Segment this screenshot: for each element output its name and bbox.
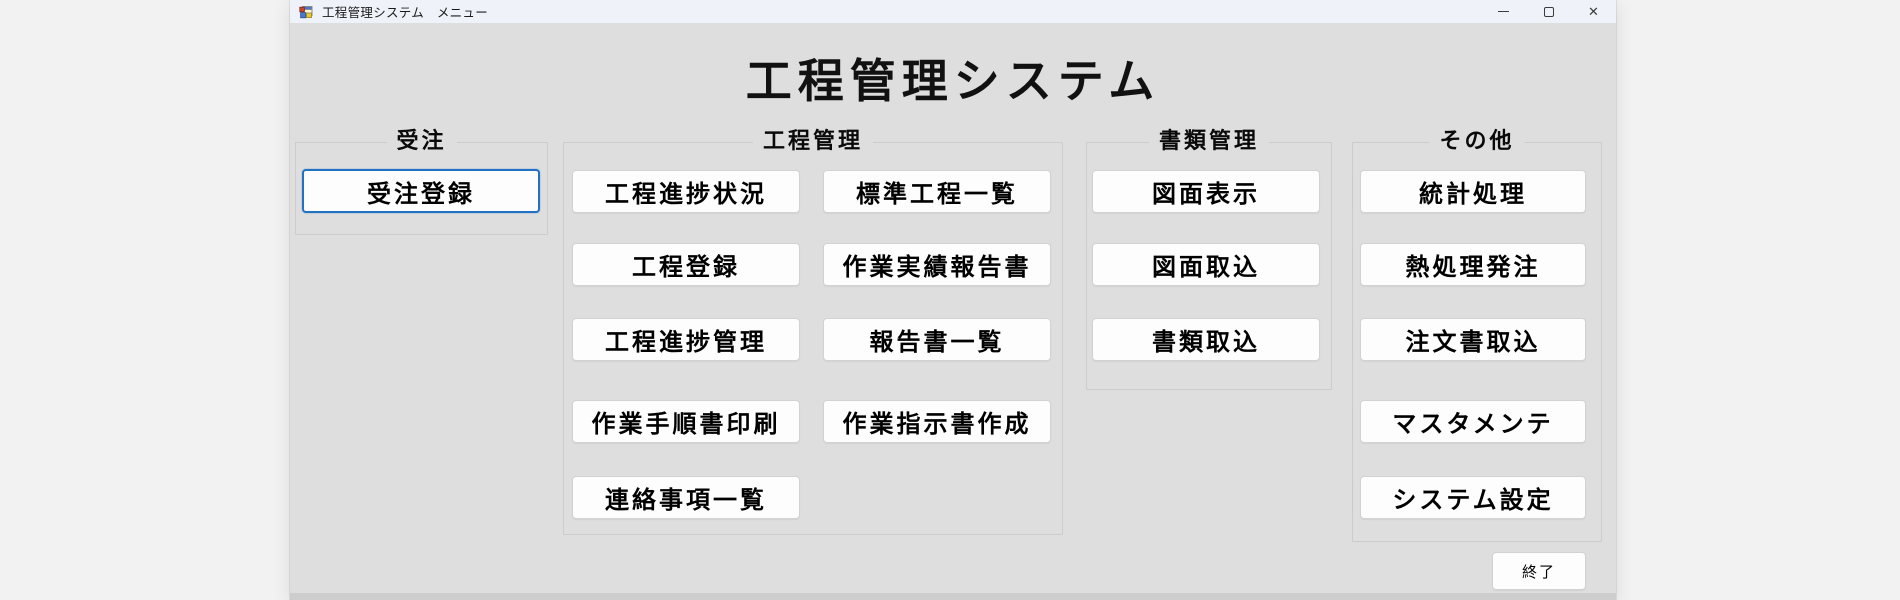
button-kotei-shinchoku-kanri[interactable]: 工程進捗管理: [572, 318, 800, 361]
button-chumonsho-torikomi[interactable]: 注文書取込: [1360, 318, 1586, 361]
minimize-icon[interactable]: [1481, 0, 1526, 23]
app-form-icon: [299, 5, 313, 18]
button-kotei-shinchoku-jokyo[interactable]: 工程進捗状況: [572, 170, 800, 213]
button-shorui-torikomi[interactable]: 書類取込: [1092, 318, 1320, 361]
close-icon[interactable]: ✕: [1588, 4, 1599, 19]
button-kotei-toroku[interactable]: 工程登録: [572, 243, 800, 286]
groupbox-kotei-kanri: 工程管理: [563, 127, 1063, 535]
title-bar[interactable]: 工程管理システム メニュー ✕: [290, 0, 1616, 23]
groupbox-juchu-label: 受注: [386, 127, 457, 155]
groupbox-sonota: その他: [1352, 127, 1602, 542]
button-sagyo-jisseki-hokokusho[interactable]: 作業実績報告書: [823, 243, 1051, 286]
button-zumen-hyoji[interactable]: 図面表示: [1092, 170, 1320, 213]
button-hokokusho-ichiran[interactable]: 報告書一覧: [823, 318, 1051, 361]
button-juchu-toroku[interactable]: 受注登録: [302, 169, 540, 213]
app-window: 工程管理システム メニュー ✕ 工程管理システム 受注 工程管理 書類管理 その…: [290, 0, 1616, 600]
button-sagyo-shijisho-sakusei[interactable]: 作業指示書作成: [823, 400, 1051, 443]
button-renraku-jiko-ichiran[interactable]: 連絡事項一覧: [572, 476, 800, 519]
button-master-mainte[interactable]: マスタメンテ: [1360, 400, 1586, 443]
button-hyojun-kotei-ichiran[interactable]: 標準工程一覧: [823, 170, 1051, 213]
maximize-icon[interactable]: [1526, 0, 1571, 23]
button-netsushori-hatchu[interactable]: 熱処理発注: [1360, 243, 1586, 286]
groupbox-sonota-label: その他: [1429, 127, 1525, 155]
exit-button[interactable]: 終了: [1492, 552, 1586, 590]
button-tokei-shori[interactable]: 統計処理: [1360, 170, 1586, 213]
groupbox-juchu: 受注: [295, 127, 548, 235]
button-sagyo-tejunsho-insatsu[interactable]: 作業手順書印刷: [572, 400, 800, 443]
groupbox-kotei-kanri-label: 工程管理: [752, 127, 874, 155]
window-controls: ✕: [1481, 0, 1616, 23]
groupbox-shorui-kanri-label: 書類管理: [1148, 127, 1270, 155]
groupbox-shorui-kanri: 書類管理: [1086, 127, 1332, 390]
client-area: 工程管理システム 受注 工程管理 書類管理 その他 受注登録 工程進捗状況 工程…: [290, 23, 1616, 600]
button-zumen-torikomi[interactable]: 図面取込: [1092, 243, 1320, 286]
window-title: 工程管理システム メニュー: [322, 6, 489, 20]
page-title: 工程管理システム: [745, 55, 1161, 107]
button-system-settei[interactable]: システム設定: [1360, 476, 1586, 519]
